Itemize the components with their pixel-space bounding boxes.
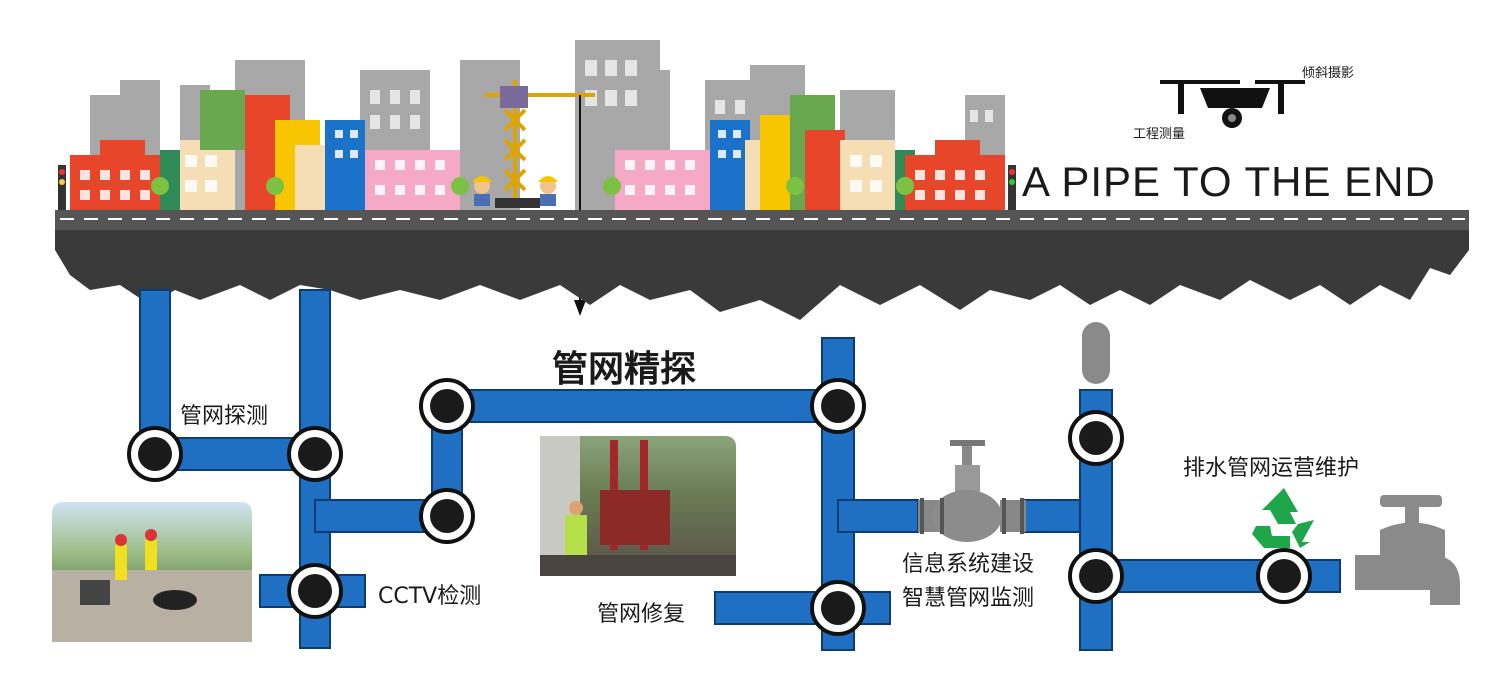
junction-node [810,378,866,434]
junction-node [287,426,343,482]
label-pipe-detection: 管网探测 [180,404,269,429]
worker-icon [472,176,558,206]
label-pipe-fine-detection: 管网精探 [552,349,697,390]
label-pipe-repair: 管网修复 [597,602,686,627]
junction-node [810,580,866,636]
label-info-system: 信息系统建设 [902,552,1035,577]
crane-icon [485,80,595,208]
junction-node [1256,548,1312,604]
junction-node [419,378,475,434]
photo-drilling-rig [540,436,736,576]
photo-street-worker [52,502,252,642]
recycle-icon [1252,488,1314,548]
drone-icon [1160,80,1305,128]
pipe-segment [837,499,919,533]
junction-node [1068,410,1124,466]
pipe-segment [439,389,836,423]
junction-node [419,488,475,544]
junction-node [1068,548,1124,604]
label-smart-monitoring: 智慧管网监测 [902,586,1035,611]
label-cctv: CCTV检测 [378,584,482,609]
drone-label-oblique: 倾斜摄影 [1302,66,1355,81]
valve-icon [918,440,1026,542]
road [55,210,1469,320]
banner-title: A PIPE TO THE END [1022,158,1436,205]
junction-node [127,426,183,482]
skyline-windows [370,60,993,129]
faucet-icon [1355,495,1460,605]
tree-icon [151,177,914,195]
pipe-cap [1082,322,1110,384]
building-windows [80,130,985,200]
traffic-light-icon [58,165,1016,210]
drone-label-survey: 工程测量 [1133,127,1186,142]
label-drainage-om: 排水管网运营维护 [1183,456,1360,481]
pipe-junctions [127,378,1312,636]
junction-node [287,563,343,619]
